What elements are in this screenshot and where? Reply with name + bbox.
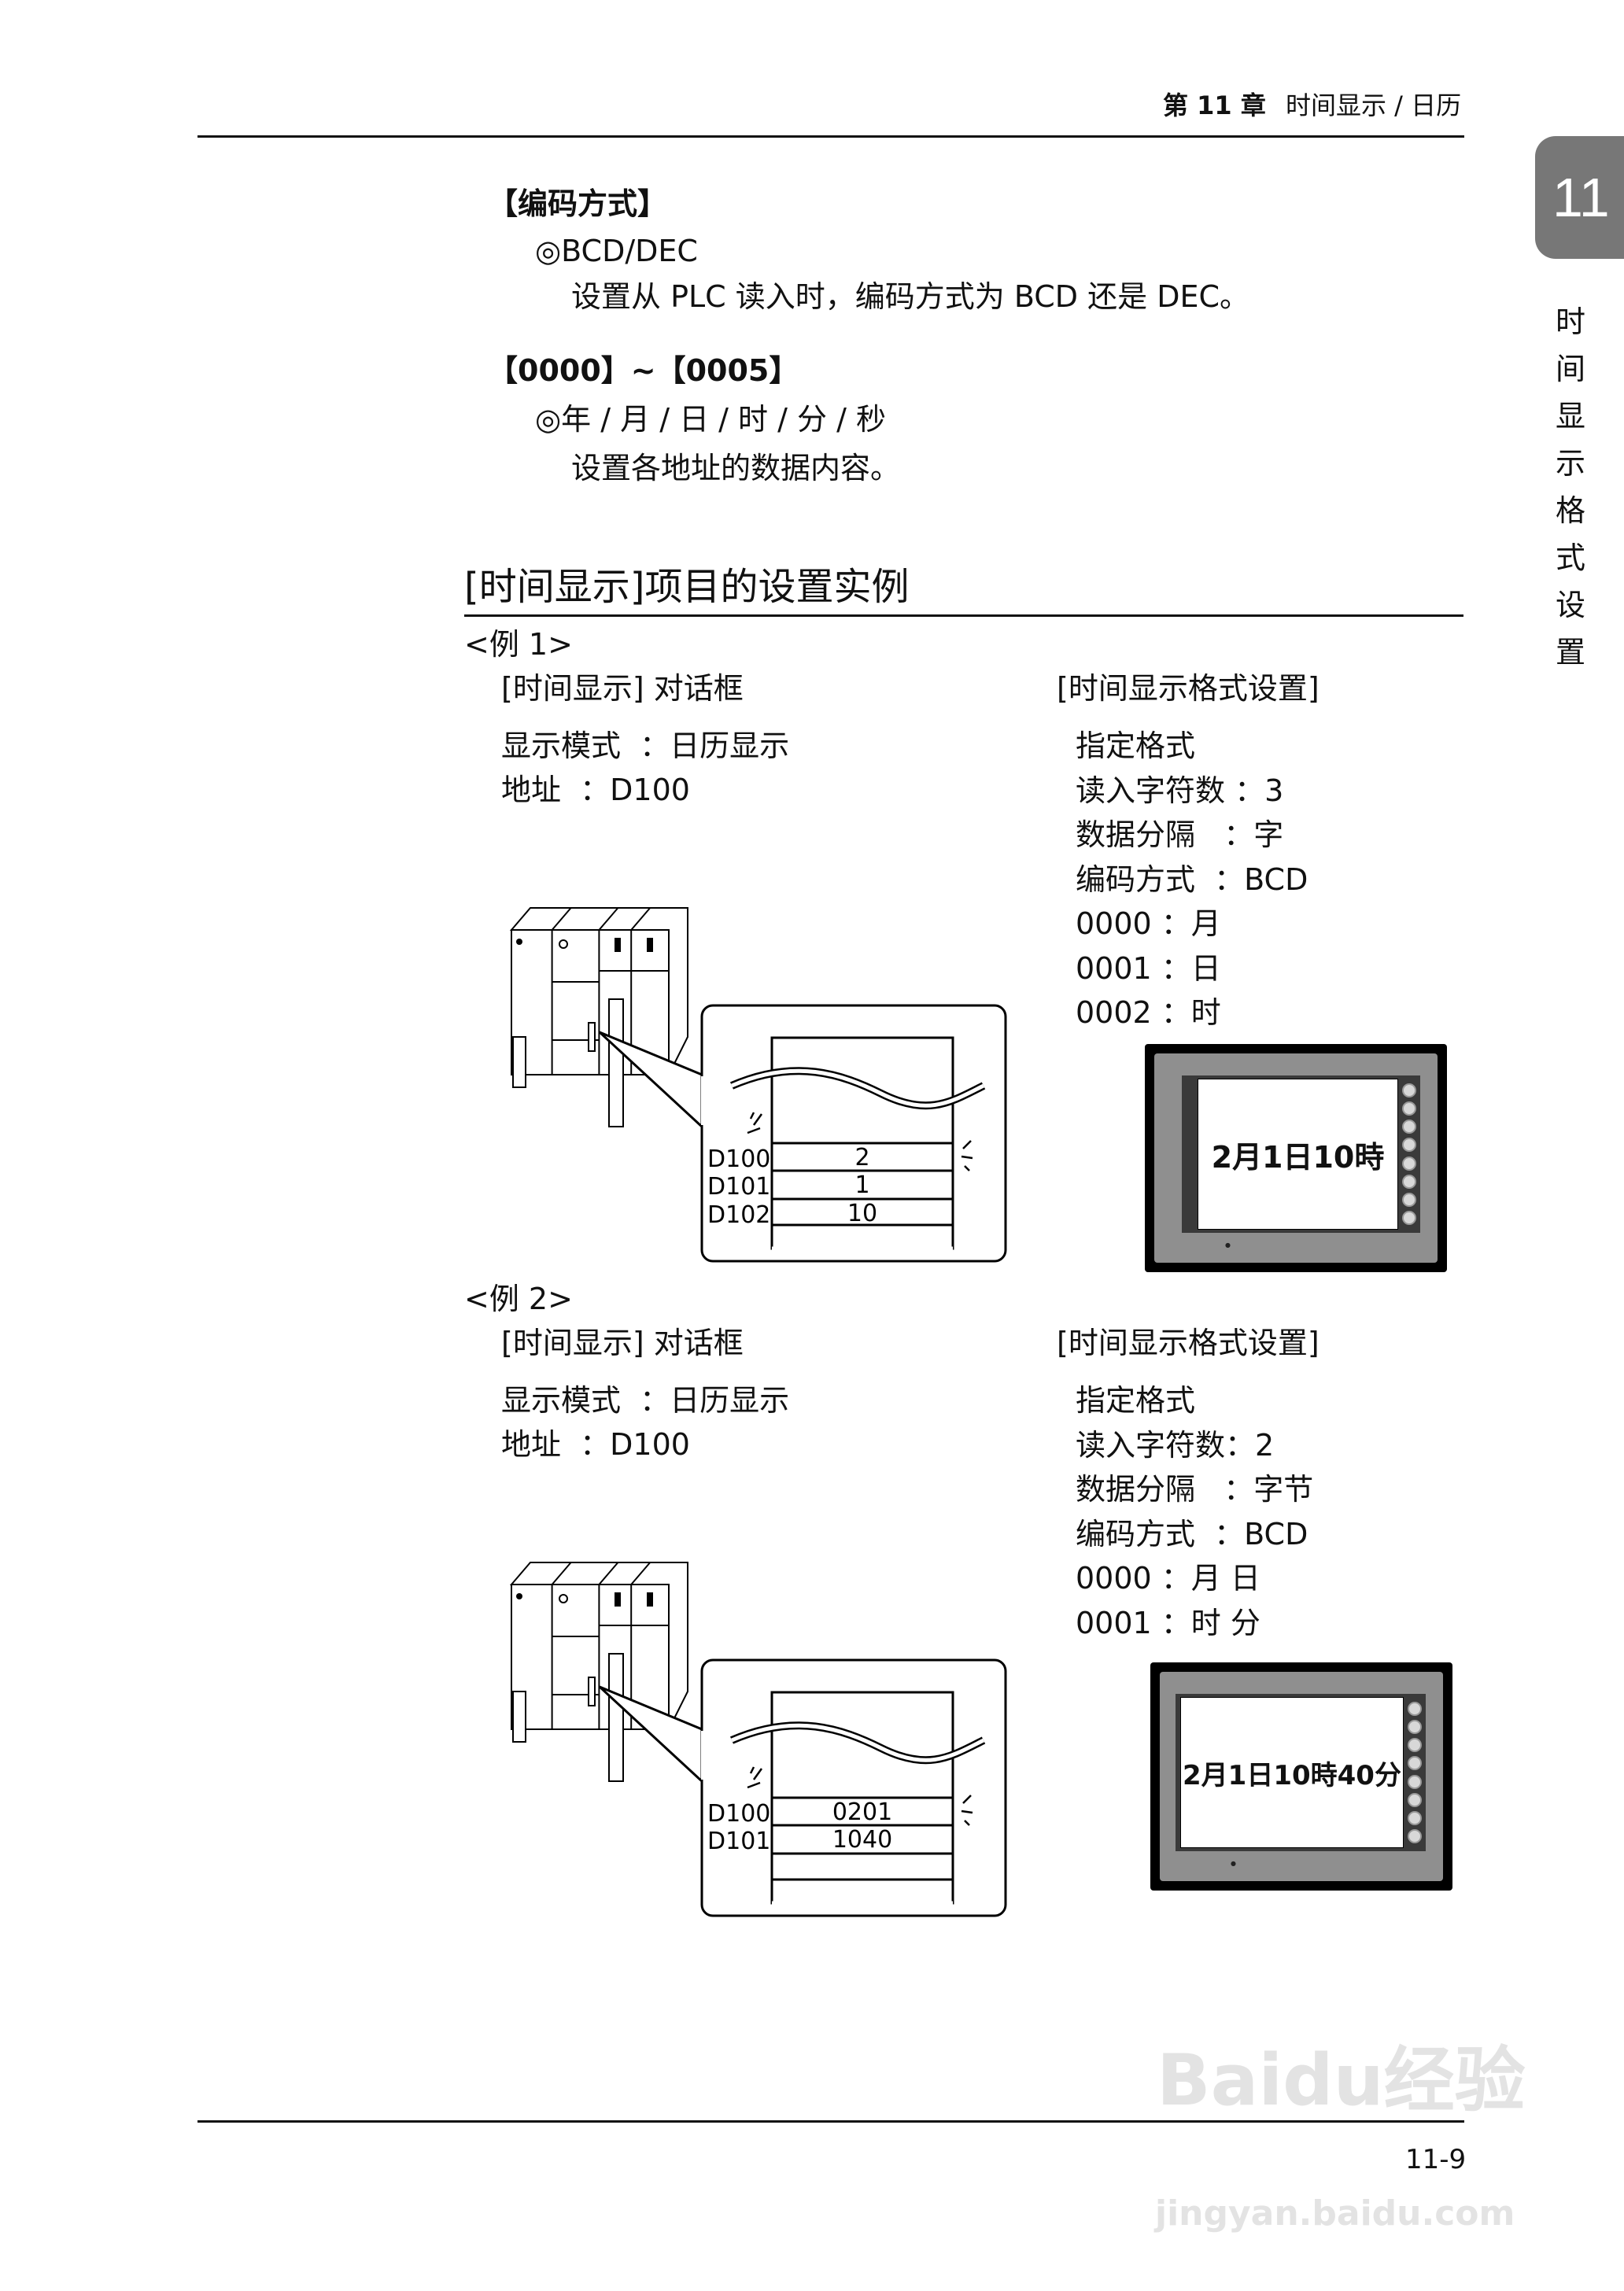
address-desc: 设置各地址的数据内容。 bbox=[571, 451, 901, 485]
emphasis-mark-icon bbox=[747, 1766, 763, 1789]
format-title: [时间显示格式设置] bbox=[1057, 1326, 1320, 1360]
chapter-label: 第 11 章 bbox=[1163, 90, 1266, 120]
format-line: 0001 ：时 分 bbox=[1076, 1605, 1260, 1640]
hmi-function-button bbox=[1408, 1792, 1422, 1807]
hmi-function-button bbox=[1402, 1210, 1416, 1225]
header-rule bbox=[197, 135, 1464, 138]
example-label: <例 2> bbox=[464, 1282, 573, 1316]
power-led-icon: ● bbox=[1231, 1860, 1236, 1867]
section-title: [时间显示]项目的设置实例 bbox=[464, 565, 910, 609]
format-line: 读入字符数：2 bbox=[1076, 1427, 1275, 1463]
vertical-title-char: 时 bbox=[1555, 304, 1585, 339]
hmi-function-button bbox=[1402, 1156, 1416, 1171]
section-rule bbox=[464, 614, 1463, 617]
register-value: 2 bbox=[854, 1144, 869, 1171]
hmi-function-button bbox=[1402, 1083, 1416, 1098]
vertical-title-char: 置 bbox=[1555, 635, 1585, 670]
dialog-line: 显示模式 ：日历显示 bbox=[501, 1383, 790, 1418]
hmi-display: 2月1日10時 ● bbox=[1145, 1044, 1447, 1272]
format-line: 数据分隔 ：字 bbox=[1076, 817, 1284, 852]
register-address: D100 bbox=[707, 1146, 770, 1173]
vertical-title-char: 格 bbox=[1555, 493, 1585, 528]
register-value: 10 bbox=[847, 1200, 877, 1227]
hmi-display: 2月1日10時40分 ● bbox=[1150, 1662, 1452, 1891]
hmi-function-button bbox=[1402, 1174, 1416, 1189]
vertical-title-char: 式 bbox=[1555, 540, 1585, 575]
format-line: 0002 ：时 bbox=[1076, 995, 1221, 1030]
coding-heading: 【编码方式】 bbox=[488, 186, 668, 221]
dialog-title: [时间显示] 对话框 bbox=[501, 1326, 744, 1360]
hmi-function-button bbox=[1402, 1192, 1416, 1207]
callout-box bbox=[700, 1658, 1007, 1917]
hmi-screen-text: 2月1日10時40分 bbox=[1180, 1697, 1404, 1848]
format-line: 0000 ：月 日 bbox=[1076, 1561, 1260, 1596]
hmi-function-button bbox=[1408, 1738, 1422, 1753]
hmi-function-button bbox=[1402, 1120, 1416, 1134]
register-value: 1040 bbox=[832, 1826, 892, 1854]
hmi-function-button bbox=[1402, 1138, 1416, 1153]
hmi-function-button bbox=[1408, 1828, 1422, 1843]
dialog-line: 显示模式 ：日历显示 bbox=[501, 729, 790, 763]
format-line: 指定格式 bbox=[1076, 1383, 1196, 1418]
watermark-url: jingyan.baidu.com bbox=[1155, 2193, 1515, 2234]
format-title: [时间显示格式设置] bbox=[1057, 671, 1320, 706]
format-line: 编码方式 ：BCD bbox=[1076, 1516, 1308, 1551]
address-option: ◎年 / 月 / 日 / 时 / 分 / 秒 bbox=[535, 402, 886, 437]
dialog-title: [时间显示] 对话框 bbox=[501, 671, 744, 706]
vertical-title-char: 显 bbox=[1555, 399, 1585, 433]
register-value: 1 bbox=[854, 1171, 869, 1199]
power-led-icon: ● bbox=[1225, 1241, 1231, 1249]
dialog-line: 地址 ：D100 bbox=[501, 773, 690, 807]
hmi-function-button bbox=[1402, 1101, 1416, 1116]
coding-option: ◎BCD/DEC bbox=[535, 234, 698, 268]
coding-desc: 设置从 PLC 读入时，编码方式为 BCD 还是 DEC。 bbox=[571, 279, 1250, 314]
hmi-function-button bbox=[1408, 1756, 1422, 1771]
emphasis-mark-icon bbox=[961, 1140, 973, 1171]
dialog-line: 地址 ：D100 bbox=[501, 1427, 690, 1462]
emphasis-mark-icon bbox=[961, 1795, 973, 1826]
page-number: 11-9 bbox=[1405, 2144, 1467, 2175]
example-label: <例 1> bbox=[464, 627, 573, 662]
register-value: 0201 bbox=[832, 1798, 892, 1826]
register-address: D101 bbox=[707, 1173, 770, 1201]
format-line: 数据分隔 ：字节 bbox=[1076, 1472, 1314, 1507]
watermark-logo: Baidu经验 bbox=[1157, 2039, 1526, 2122]
hmi-function-button bbox=[1408, 1810, 1422, 1825]
format-line: 0001 ：日 bbox=[1076, 950, 1221, 986]
format-line: 0000 ：月 bbox=[1076, 906, 1221, 941]
register-address: D100 bbox=[707, 1800, 770, 1828]
chapter-tab: 11 bbox=[1535, 136, 1624, 259]
hmi-function-button bbox=[1408, 1774, 1422, 1789]
chapter-tab-number: 11 bbox=[1552, 167, 1610, 228]
format-line: 编码方式 ：BCD bbox=[1076, 861, 1308, 897]
vertical-title-char: 设 bbox=[1555, 588, 1585, 622]
hmi-screen-text: 2月1日10時 bbox=[1198, 1079, 1398, 1230]
address-heading: 【0000】~【0005】 bbox=[488, 353, 799, 388]
emphasis-mark-icon bbox=[747, 1112, 763, 1134]
register-address: D102 bbox=[707, 1201, 770, 1229]
chapter-title: 时间显示 / 日历 bbox=[1286, 90, 1462, 120]
format-line: 读入字符数 ：3 bbox=[1076, 773, 1284, 808]
register-address: D101 bbox=[707, 1828, 770, 1855]
vertical-title-char: 间 bbox=[1555, 352, 1585, 386]
vertical-title-char: 示 bbox=[1555, 446, 1585, 481]
format-line: 指定格式 bbox=[1076, 729, 1196, 763]
hmi-function-button bbox=[1408, 1720, 1422, 1735]
hmi-function-button bbox=[1408, 1702, 1422, 1716]
footer-rule bbox=[197, 2120, 1464, 2123]
